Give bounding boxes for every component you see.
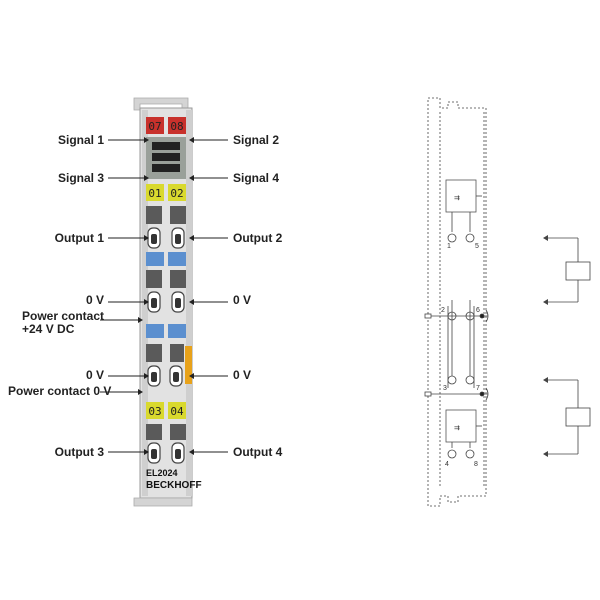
svg-text:⇉: ⇉ [454,425,460,432]
load-1 [543,235,591,305]
led-07 [146,117,164,134]
pin-7: 7 [476,385,480,392]
led-03-label: 03 [148,405,161,418]
label-0v-right-2: 0 V [233,368,251,382]
label-signal-3: Signal 3 [58,171,104,185]
label-output-1: Output 1 [55,231,105,245]
pin-4: 4 [445,461,449,468]
terminal-device: 07 08 01 02 [133,97,202,507]
blue-contact-1 [146,252,164,266]
opto-coupler-2 [445,409,477,443]
led-02 [168,184,186,201]
callout-labels: Signal 1 Signal 2 Signal 3 Signal 4 Outp… [8,133,283,459]
led-08-label: 08 [170,120,183,133]
label-power-0v: Power contact 0 V [8,384,111,398]
led-07-label: 07 [148,120,161,133]
led-01-label: 01 [148,187,161,200]
label-0v-left-1: 0 V [86,293,104,307]
opto-coupler-1 [445,179,477,213]
bottom-latch [133,497,193,507]
led-03 [146,402,164,419]
brand-label: BECKHOFF [146,480,202,491]
terminal-pair-1 [146,206,186,249]
blue-contact-2 [168,252,186,266]
label-power-24v-line2: +24 V DC [22,322,75,336]
schematic-outline [427,97,487,507]
pin-6: 6 [476,307,480,314]
terminal-pair-2 [146,270,186,313]
label-signal-4: Signal 4 [233,171,279,185]
label-0v-left-2: 0 V [86,368,104,382]
blue-contact-3 [146,324,164,338]
led-02-label: 02 [170,187,183,200]
led-04-label: 04 [170,405,184,418]
label-0v-right-1: 0 V [233,293,251,307]
label-output-4: Output 4 [233,445,283,459]
pin-2: 2 [441,307,445,314]
label-signal-1: Signal 1 [58,133,104,147]
label-power-24v-line1: Power contact [22,309,104,323]
model-label: EL2024 [146,468,178,478]
pin-5: 5 [475,243,479,250]
label-output-2: Output 2 [233,231,283,245]
led-08 [168,117,186,134]
callouts [100,137,228,455]
label-output-3: Output 3 [55,445,105,459]
led-04 [168,402,186,419]
load-symbols [543,235,591,457]
schematic-pin-labels: 1 5 2 6 3 7 4 8 [441,243,480,468]
terminal-pair-4 [146,424,186,464]
top-latch [133,97,189,111]
terminal-pair-3 [146,344,184,387]
pin-1: 1 [447,243,451,250]
load-2 [543,377,591,457]
blue-contact-4 [168,324,186,338]
svg-text:⇉: ⇉ [454,195,460,202]
schematic: ⇉ ⇉ [424,97,489,507]
pin-3: 3 [443,385,447,392]
label-signal-2: Signal 2 [233,133,279,147]
orange-tab [185,346,192,384]
pin-8: 8 [474,461,478,468]
led-01 [146,184,164,201]
